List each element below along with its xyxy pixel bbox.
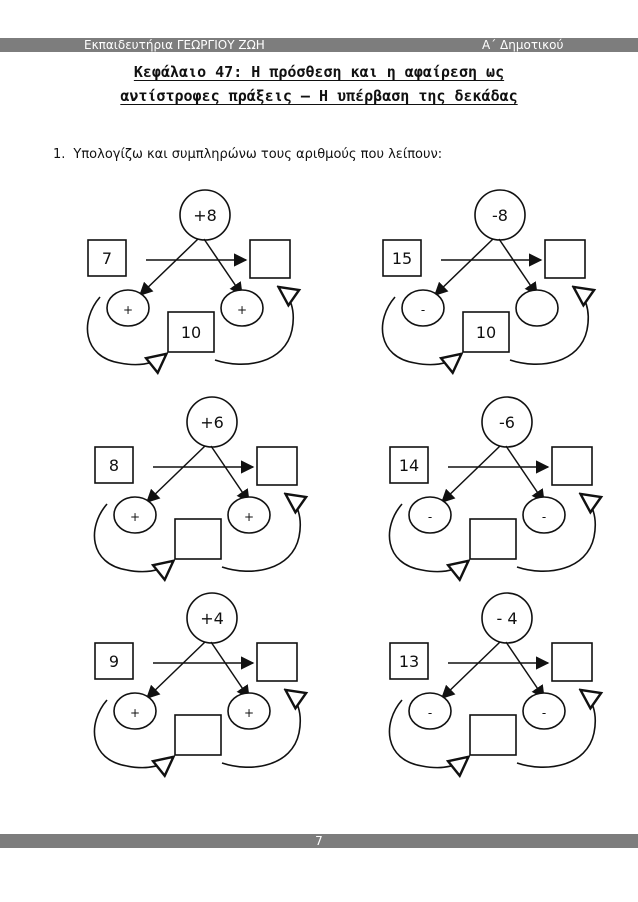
left-step-sign: -	[421, 303, 425, 317]
header-bar: Εκπαιδευτήρια ΓΕΩΡΓΙΟΥ ΖΩΗ Α΄ Δημοτικού	[0, 38, 638, 52]
right-loop-arrow	[214, 288, 293, 366]
arrow-to-left-circle	[441, 445, 501, 503]
right-step-circle	[220, 289, 264, 327]
left-step-circle	[113, 692, 157, 730]
diagram-4: -6 14 - -	[388, 396, 595, 573]
middle-box	[167, 311, 215, 353]
arrow-to-left-circle	[434, 238, 494, 296]
result-box	[249, 239, 291, 279]
right-step-circle	[227, 496, 271, 534]
start-number: 14	[399, 456, 419, 475]
right-step-sign: -	[542, 510, 546, 524]
left-loop-arrow	[381, 296, 460, 365]
right-step-sign: +	[244, 706, 254, 720]
exercise-instruction-text: Υπολογίζω και συμπληρώνω τους αριθμούς π…	[73, 147, 443, 162]
arrow-to-left-circle	[146, 445, 206, 503]
arrow-to-left-circle	[139, 238, 199, 296]
operation-label: +8	[193, 206, 217, 225]
start-number: 8	[109, 456, 119, 475]
arrow-to-right-circle	[505, 445, 545, 504]
right-step-circle	[522, 496, 566, 534]
start-number-box	[389, 642, 429, 680]
middle-box	[469, 518, 517, 560]
right-step-sign: -	[542, 706, 546, 720]
left-loop-arrow	[388, 503, 467, 572]
start-number-box	[389, 446, 429, 484]
result-box	[256, 446, 298, 486]
arrow-to-right-circle	[210, 641, 250, 700]
left-step-circle	[106, 289, 150, 327]
left-loop-arrow	[86, 296, 165, 365]
middle-box	[469, 714, 517, 756]
arrow-to-right-circle	[505, 641, 545, 700]
right-loop-arrow	[221, 495, 300, 573]
arrow-to-right-circle	[498, 238, 538, 297]
arrow-to-right-circle	[203, 238, 243, 297]
chapter-title-line-2: αντίστροφες πράξεις – Η υπέρβαση της δεκ…	[120, 87, 518, 105]
left-step-sign: +	[130, 510, 140, 524]
middle-box	[174, 518, 222, 560]
middle-number: 10	[181, 323, 201, 342]
middle-box	[462, 311, 510, 353]
exercise-number: 1.	[53, 147, 66, 162]
left-step-circle	[401, 289, 445, 327]
start-number-box	[87, 239, 127, 277]
footer-bar: 7	[0, 834, 638, 848]
start-number-box	[94, 642, 134, 680]
left-step-sign: -	[428, 510, 432, 524]
diagram-5: +4 9 + +	[93, 592, 300, 769]
right-step-circle	[522, 692, 566, 730]
chapter-title-line-1: Κεφάλαιο 47: Η πρόσθεση και η αφαίρεση ω…	[133, 63, 505, 81]
left-step-sign: +	[130, 706, 140, 720]
right-loop-arrow	[221, 691, 300, 769]
operation-label: -8	[492, 206, 508, 225]
chapter-title: Κεφάλαιο 47: Η πρόσθεση και η αφαίρεση ω…	[0, 60, 638, 108]
page-number: 7	[315, 834, 323, 848]
left-loop-arrow	[388, 699, 467, 768]
right-step-circle	[515, 289, 559, 327]
right-step-sign: +	[237, 303, 247, 317]
operation-label: -6	[499, 413, 515, 432]
result-box	[551, 642, 593, 682]
diagram-3: +6 8 + +	[93, 396, 300, 573]
arrow-to-right-circle	[210, 445, 250, 504]
right-loop-arrow	[509, 288, 588, 366]
right-step-circle	[227, 692, 271, 730]
start-number-box	[382, 239, 422, 277]
diagram-1: +8 7 + +10	[86, 189, 293, 366]
right-loop-arrow	[516, 495, 595, 573]
start-number: 7	[102, 249, 112, 268]
arrow-to-left-circle	[146, 641, 206, 699]
left-loop-arrow	[93, 699, 172, 768]
diagram-6: - 4 13 - -	[388, 592, 595, 769]
right-step-sign: +	[244, 510, 254, 524]
start-number: 15	[392, 249, 412, 268]
operation-label: - 4	[496, 609, 517, 628]
diagram-2: -8 15 - 10	[381, 189, 588, 366]
result-box	[551, 446, 593, 486]
right-loop-arrow	[516, 691, 595, 769]
start-number: 9	[109, 652, 119, 671]
left-step-circle	[113, 496, 157, 534]
left-step-sign: +	[123, 303, 133, 317]
left-step-circle	[408, 692, 452, 730]
grade-label: Α΄ Δημοτικού	[482, 38, 564, 52]
start-number: 13	[399, 652, 419, 671]
exercise-instruction: 1. Υπολογίζω και συμπληρώνω τους αριθμούς…	[53, 146, 442, 164]
left-loop-arrow	[93, 503, 172, 572]
arrow-to-left-circle	[441, 641, 501, 699]
result-box	[544, 239, 586, 279]
operation-label: +4	[200, 609, 224, 628]
left-step-circle	[408, 496, 452, 534]
school-name: Εκπαιδευτήρια ΓΕΩΡΓΙΟΥ ΖΩΗ	[84, 38, 265, 52]
middle-box	[174, 714, 222, 756]
left-step-sign: -	[428, 706, 432, 720]
result-box	[256, 642, 298, 682]
operation-label: +6	[200, 413, 224, 432]
start-number-box	[94, 446, 134, 484]
middle-number: 10	[476, 323, 496, 342]
